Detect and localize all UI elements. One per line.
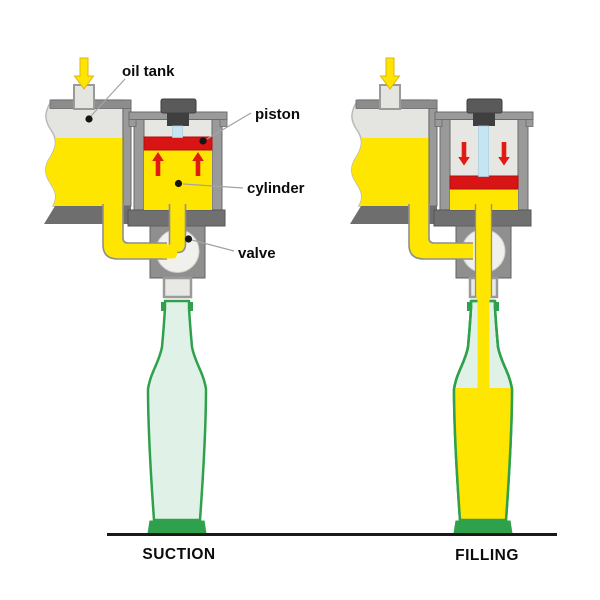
callout-valve: valve (238, 245, 276, 262)
bottle-oil (454, 388, 512, 520)
piston-rod (478, 125, 489, 177)
dot-marker-icon (199, 137, 207, 145)
callout-piston: piston (255, 106, 300, 123)
dot-marker-icon (85, 115, 93, 123)
callout-oil-tank: oil tank (122, 63, 175, 80)
dot-marker-icon (174, 179, 183, 188)
oil-tank (350, 85, 437, 224)
cylinder-oil (450, 189, 518, 210)
empty-bottle (148, 301, 207, 534)
callouts: oil tank piston cylinder valve (85, 63, 305, 262)
bottle-outline (452, 299, 514, 522)
piston-band (449, 175, 519, 190)
discharge-pipe (474, 204, 493, 298)
filling-unit (350, 57, 534, 534)
leader-line-piston (206, 112, 252, 140)
oil-tank (44, 85, 131, 224)
callout-cylinder: cylinder (247, 180, 305, 197)
cylinder-pipe (160, 204, 187, 259)
pour-stream (477, 296, 490, 408)
caption-suction: SUCTION (142, 546, 215, 563)
leader-line-oil-tank (90, 78, 126, 117)
piston-rod (172, 125, 183, 138)
leader-line-cylinder (182, 183, 244, 189)
caption-filling: FILLING (455, 547, 519, 564)
dot-marker-icon (184, 235, 193, 243)
suction-unit (44, 57, 228, 534)
leader-line-valve (191, 239, 235, 252)
